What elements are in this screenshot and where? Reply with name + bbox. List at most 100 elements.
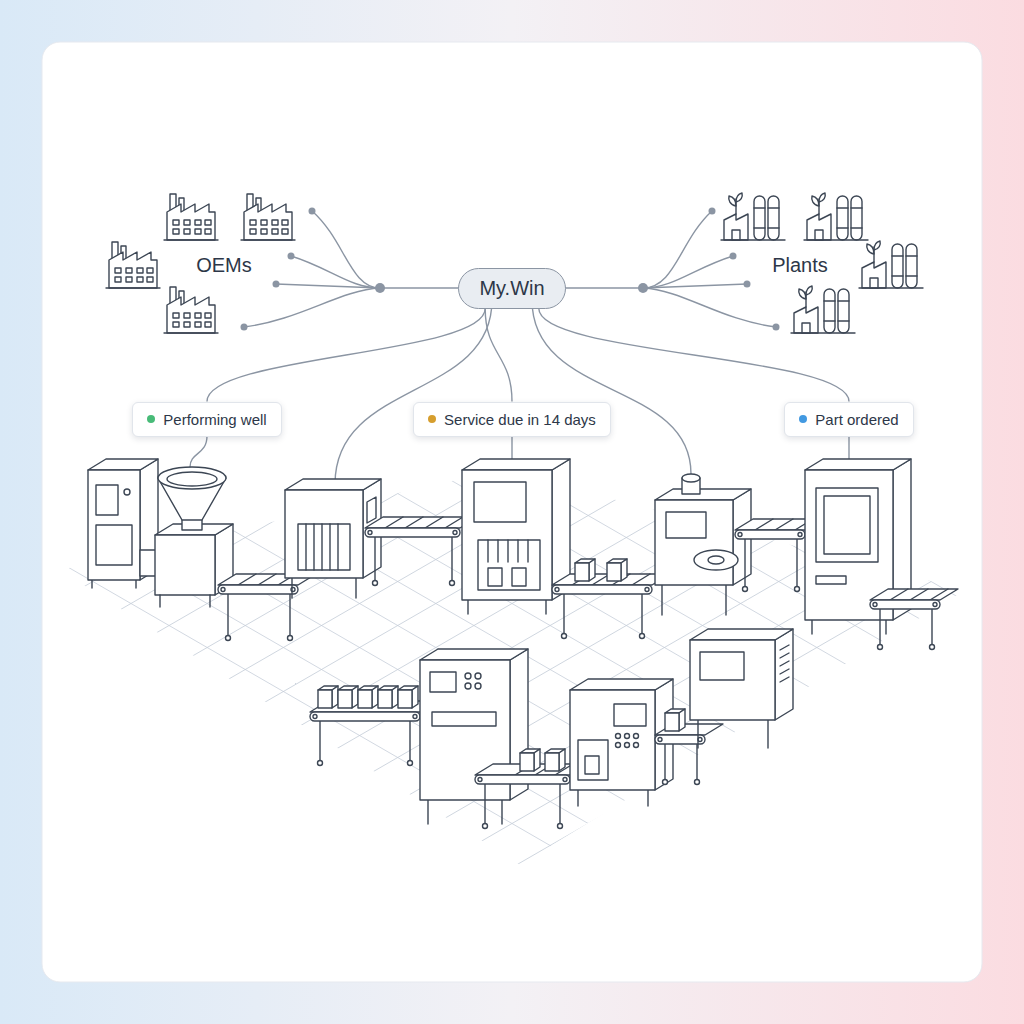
wire-dot <box>241 208 780 331</box>
machine <box>155 535 215 595</box>
machine <box>690 640 775 720</box>
carton <box>520 753 534 771</box>
conveyor <box>475 775 570 784</box>
machine <box>167 472 217 486</box>
wire-dot <box>309 208 316 215</box>
machine <box>468 600 546 614</box>
node-text: My.Win <box>479 277 544 300</box>
wire <box>335 300 492 484</box>
carton <box>575 563 589 581</box>
machine <box>512 568 526 586</box>
wire <box>244 288 380 327</box>
machine <box>478 540 540 590</box>
machine <box>824 496 870 554</box>
conveyor <box>563 778 567 782</box>
carton <box>621 559 627 581</box>
machine <box>655 489 751 500</box>
conveyor <box>221 588 225 592</box>
conveyor <box>555 588 559 592</box>
conveyor <box>218 585 298 594</box>
machine <box>462 470 552 600</box>
conveyor <box>385 517 463 528</box>
machine <box>96 485 118 515</box>
node-text: Part ordered <box>815 411 898 428</box>
machine <box>625 734 630 739</box>
conveyor <box>870 589 958 650</box>
carton <box>412 686 418 708</box>
conveyor <box>880 609 932 645</box>
conveyor <box>795 587 800 592</box>
conveyor <box>375 537 452 581</box>
carton <box>338 690 352 708</box>
conveyor <box>735 530 805 539</box>
machine <box>570 679 673 690</box>
conveyor <box>658 738 662 742</box>
wire <box>190 211 849 484</box>
wire <box>643 288 776 327</box>
plant-icons <box>791 286 855 333</box>
conveyor <box>365 517 478 528</box>
machine <box>474 482 526 522</box>
machine <box>812 620 886 634</box>
oem-icons <box>106 242 160 288</box>
carton <box>679 709 685 731</box>
machine <box>690 629 793 748</box>
machine <box>488 568 502 586</box>
machine <box>292 578 356 598</box>
wire <box>511 436 512 459</box>
carton <box>665 709 685 731</box>
machine <box>285 479 381 598</box>
machine <box>285 479 381 490</box>
machine <box>306 524 338 570</box>
conveyor <box>485 784 560 824</box>
wire <box>643 256 733 288</box>
machine <box>614 704 646 726</box>
oem-icons <box>164 287 218 333</box>
machine <box>285 490 363 578</box>
conveyor <box>413 715 417 719</box>
machine <box>578 790 648 806</box>
connector <box>485 309 512 402</box>
status-pill: Performing well <box>132 402 281 437</box>
machine <box>570 690 655 790</box>
floor-grid <box>60 470 965 865</box>
conveyor <box>663 780 668 785</box>
carton <box>545 753 559 771</box>
machine <box>96 525 132 565</box>
connector <box>207 309 485 402</box>
status-dot <box>799 415 807 423</box>
machine <box>298 524 350 570</box>
conveyor <box>930 645 935 650</box>
carton <box>559 749 565 771</box>
carton <box>607 563 621 581</box>
machine <box>816 488 878 562</box>
conveyor <box>743 587 748 592</box>
wire <box>848 436 849 459</box>
machine <box>88 459 233 607</box>
carton <box>534 749 540 771</box>
machine <box>694 550 738 570</box>
status-pill: Service due in 14 days <box>413 402 611 437</box>
conveyor <box>365 517 478 586</box>
machine <box>475 683 481 689</box>
conveyor <box>873 603 877 607</box>
machine <box>700 652 744 680</box>
carton <box>575 559 627 581</box>
machine <box>634 743 639 748</box>
conveyor <box>478 778 482 782</box>
wire <box>643 284 747 288</box>
status-dot <box>147 415 155 423</box>
machine <box>488 540 528 562</box>
card <box>42 42 982 982</box>
wire-dot <box>709 208 716 215</box>
oem-icons <box>241 194 295 240</box>
conveyor <box>558 824 563 829</box>
conveyor <box>745 539 797 587</box>
conveyor <box>695 780 700 785</box>
hub-pill: My.Win <box>458 268 565 309</box>
node-text: Performing well <box>163 411 266 428</box>
machine <box>465 683 471 689</box>
machine <box>475 673 481 679</box>
machine <box>578 740 608 780</box>
